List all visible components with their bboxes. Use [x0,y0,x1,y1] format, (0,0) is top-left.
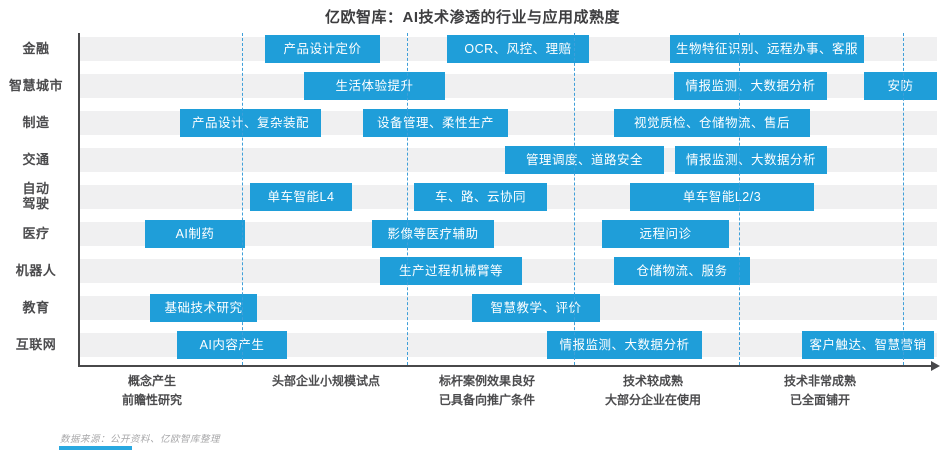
box-internet-0: AI内容产生 [177,331,287,359]
stage-label-1: 概念产生前瞻性研究 [121,374,183,407]
box-internet-2: 客户触达、智慧营销 [802,331,934,359]
box-smart-city-2: 安防 [864,72,937,100]
row-label-healthcare: 医疗 [22,225,50,241]
box-autonomous-driving-0: 单车智能L4 [250,183,352,211]
box-transportation-0: 管理调度、道路安全 [505,146,664,174]
row-label-smart-city: 智慧城市 [8,77,63,93]
row-label-transportation: 交通 [22,151,50,167]
row-label-robotics: 机器人 [15,262,57,278]
stage-gridline-2 [407,33,408,365]
box-manufacturing-0: 产品设计、复杂装配 [180,109,321,137]
box-manufacturing-2: 视觉质检、仓储物流、售后 [614,109,810,137]
box-robotics-1: 仓储物流、服务 [614,257,750,285]
box-finance-2: 生物特征识别、远程办事、客服 [670,35,864,63]
source-note: 数据来源：公开资料、亿欧智库整理 [60,434,221,445]
stage-gridline-3 [574,33,575,365]
box-manufacturing-1: 设备管理、柔性生产 [363,109,508,137]
box-healthcare-0: AI制药 [145,220,245,248]
box-smart-city-0: 生活体验提升 [304,72,445,100]
row-label-education: 教育 [22,299,50,315]
box-healthcare-2: 远程问诊 [602,220,729,248]
row-label-finance: 金融 [22,40,50,56]
stage-gridline-1 [242,33,243,365]
row-label-manufacturing: 制造 [22,114,50,130]
box-autonomous-driving-1: 车、路、云协同 [414,183,547,211]
x-axis-arrow-icon [931,361,940,371]
row-label-autonomous-driving: 自动驾驶 [22,181,50,211]
box-education-0: 基础技术研究 [150,294,257,322]
box-education-1: 智慧教学、评价 [472,294,600,322]
stage-gridline-4 [739,33,740,365]
stage-label-5: 技术非常成熟已全面铺开 [783,374,857,407]
stage-label-2: 头部企业小规模试点 [271,374,381,388]
stage-label-3: 标杆案例效果良好已具备向推广条件 [438,374,536,407]
row-label-internet: 互联网 [15,336,57,352]
box-smart-city-1: 情报监测、大数据分析 [674,72,827,100]
box-healthcare-1: 影像等医疗辅助 [372,220,494,248]
box-internet-1: 情报监测、大数据分析 [547,331,702,359]
box-finance-1: OCR、风控、理赔 [447,35,589,63]
chart-title: 亿欧智库：AI技术渗透的行业与应用成熟度 [324,9,620,26]
box-finance-0: 产品设计定价 [265,35,380,63]
footer-accent-bar [59,446,132,450]
box-transportation-1: 情报监测、大数据分析 [675,146,827,174]
box-robotics-0: 生产过程机械臂等 [380,257,522,285]
box-autonomous-driving-2: 单车智能L2/3 [630,183,814,211]
stage-label-4: 技术较成熟大部分企业在使用 [604,374,702,407]
stage-gridline-5 [903,33,904,365]
